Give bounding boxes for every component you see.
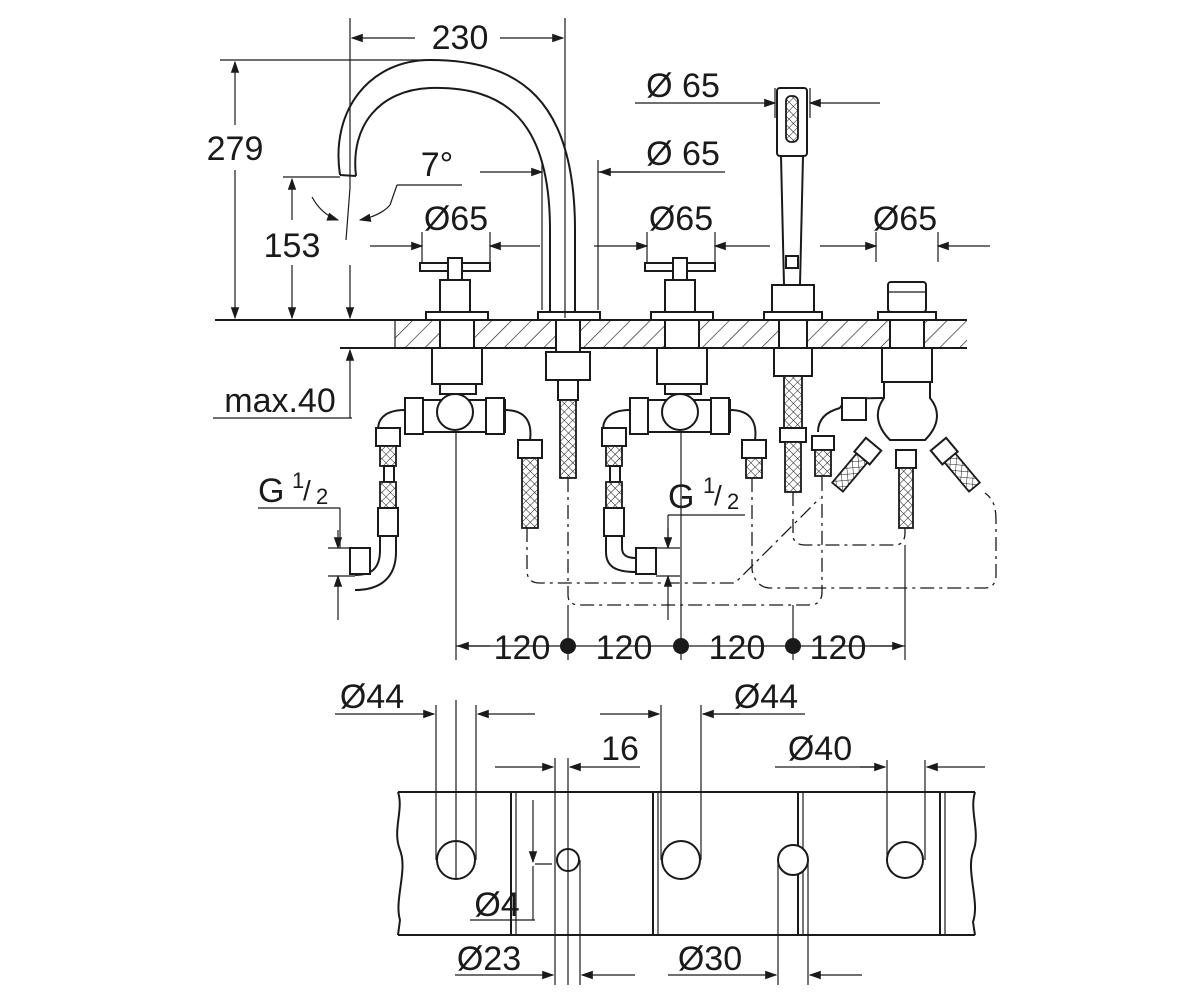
dim-deck-thickness: max.40 xyxy=(224,382,336,420)
top-dimensions xyxy=(213,18,990,660)
dim-hole-40: Ø40 xyxy=(788,730,852,768)
spacing-3: 120 xyxy=(709,629,766,667)
dim-hole-30: Ø30 xyxy=(678,940,742,978)
dim-shower: Ø 65 xyxy=(646,67,720,105)
dim-hole-44-right: Ø44 xyxy=(734,678,798,716)
dim-spout-base: Ø 65 xyxy=(646,135,720,173)
thread-left-den: 2 xyxy=(316,484,328,509)
spout xyxy=(337,58,601,479)
spacing-1: 120 xyxy=(494,629,551,667)
middle-handle-valve xyxy=(601,257,767,575)
dim-hole-44-left: Ø44 xyxy=(340,678,404,716)
dim-outlet-height: 153 xyxy=(264,227,321,265)
hand-shower xyxy=(763,87,823,493)
spacing-4: 120 xyxy=(810,629,867,667)
thread-left-slash: / xyxy=(303,475,311,506)
thread-left-num: 1 xyxy=(292,468,304,493)
dim-pin-4: Ø4 xyxy=(474,886,519,924)
dim-spout-reach: 230 xyxy=(432,19,489,57)
dim-diverter: Ø65 xyxy=(873,200,937,238)
dim-hole-23: Ø23 xyxy=(457,940,521,978)
deck-plan-labels: Ø44 Ø44 Ø40 16 Ø4 Ø23 Ø30 xyxy=(340,678,852,978)
thread-right-slash: / xyxy=(714,480,722,511)
dim-handle-mid: Ø65 xyxy=(649,200,713,238)
dim-spout-angle: 7° xyxy=(421,146,454,184)
thread-right-num: 1 xyxy=(703,473,715,498)
deck-section xyxy=(215,319,967,349)
deck-plan xyxy=(335,700,985,985)
thread-left-label: G xyxy=(258,472,284,510)
left-handle-valve xyxy=(349,257,543,591)
dim-offset-16: 16 xyxy=(601,730,639,768)
diverter xyxy=(811,281,982,529)
spacing-2: 120 xyxy=(596,629,653,667)
dim-spout-height: 279 xyxy=(207,130,264,168)
thread-right-den: 2 xyxy=(727,489,739,514)
hose-routing xyxy=(526,476,997,606)
top-labels: 230 279 153 7° Ø65 Ø 65 Ø 65 Ø65 Ø65 max… xyxy=(207,19,938,667)
thread-right-label: G xyxy=(668,478,694,516)
dim-handle-left: Ø65 xyxy=(424,200,488,238)
